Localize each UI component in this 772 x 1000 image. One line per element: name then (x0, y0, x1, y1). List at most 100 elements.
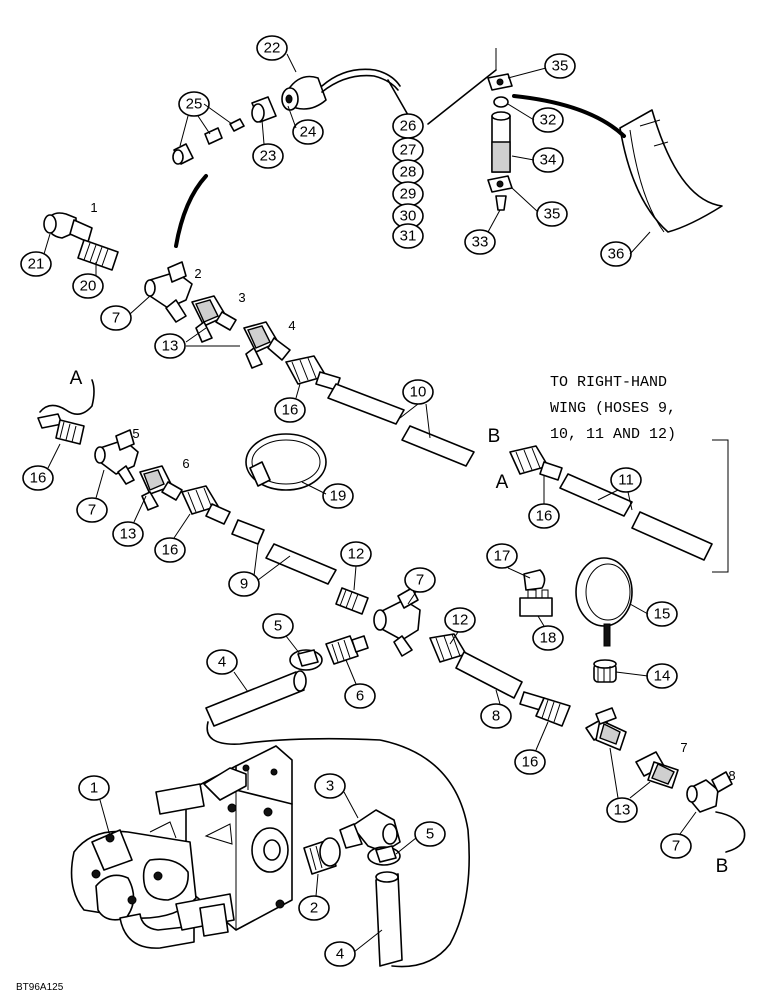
svg-text:7: 7 (416, 572, 424, 589)
svg-text:17: 17 (494, 548, 511, 565)
break-label-a-right: A (496, 472, 509, 493)
svg-text:20: 20 (80, 278, 97, 295)
callout-28: 28 (392, 159, 424, 185)
callout-14: 14 (646, 663, 678, 689)
hose-10 (327, 383, 475, 467)
fitting-label-2: 2 (194, 266, 201, 281)
spacer-32 (493, 96, 509, 108)
svg-text:22: 22 (264, 40, 281, 57)
callout-7-d: 7 (660, 833, 692, 859)
svg-text:33: 33 (472, 234, 489, 251)
callout-18: 18 (532, 625, 564, 651)
hose-clamp-19 (245, 433, 327, 491)
fitting-label-5: 5 (132, 426, 139, 441)
figure-code: BT96A125 (16, 982, 64, 993)
break-a-left (39, 379, 95, 415)
svg-text:1: 1 (90, 780, 98, 797)
svg-text:11: 11 (618, 472, 634, 489)
callout-6: 6 (344, 683, 376, 709)
callout-27: 27 (392, 137, 424, 163)
cap-23 (251, 96, 277, 123)
svg-text:18: 18 (540, 630, 557, 647)
coupler-12-a (335, 587, 369, 615)
right-hand-wing-note: TO RIGHT-HAND WING (HOSES 9, 10, 11 AND … (550, 374, 729, 573)
callout-35-top: 35 (544, 53, 576, 79)
fitting-label-6: 6 (182, 456, 189, 471)
hose-barb-16-e (519, 691, 571, 727)
hose-barb-16-b (509, 445, 563, 481)
hose-barb-16-c (37, 413, 85, 445)
svg-text:4: 4 (336, 946, 344, 963)
note-line-2: WING (HOSES 9, (550, 400, 676, 417)
svg-text:24: 24 (300, 124, 317, 141)
callout-13-c: 13 (606, 797, 638, 823)
svg-text:8: 8 (492, 708, 500, 725)
break-label-a-left: A (70, 368, 83, 389)
callout-1: 1 (78, 775, 110, 801)
clip-17 (523, 569, 546, 591)
callout-34: 34 (532, 147, 564, 173)
svg-text:16: 16 (30, 470, 47, 487)
fitting-number-labels: 1 2 3 4 5 6 7 8 (90, 200, 735, 783)
svg-text:19: 19 (330, 488, 347, 505)
svg-text:16: 16 (282, 402, 299, 419)
break-label-b-upper: B (488, 426, 501, 447)
break-labels: A A B B (70, 368, 729, 877)
fitting-label-4: 4 (288, 318, 295, 333)
svg-text:16: 16 (536, 508, 553, 525)
leader-lines (43, 53, 697, 953)
callout-13-a: 13 (154, 333, 186, 359)
callout-16-a: 16 (274, 397, 306, 423)
callout-25: 25 (178, 91, 210, 117)
elbow-3 (339, 809, 401, 853)
svg-text:27: 27 (400, 142, 417, 159)
clamp-35-bottom (487, 175, 513, 193)
callout-33: 33 (464, 229, 496, 255)
clamp-5-upper (289, 649, 323, 671)
fitting-label-8: 8 (728, 768, 735, 783)
callout-19: 19 (322, 483, 354, 509)
callout-15: 15 (646, 601, 678, 627)
svg-text:5: 5 (274, 618, 282, 635)
adapter-2-pump (303, 837, 341, 875)
callout-2: 2 (298, 895, 330, 921)
note-line-3: 10, 11 AND 12) (550, 426, 676, 443)
fitting-3 (191, 295, 237, 343)
callout-20: 20 (72, 273, 104, 299)
nozzle-body-22 (281, 68, 401, 111)
callout-29: 29 (392, 181, 424, 207)
callout-5-a: 5 (262, 613, 294, 639)
clamp-5-lower (367, 845, 401, 866)
break-label-b-lower: B (716, 856, 729, 877)
callout-4-a: 4 (206, 649, 238, 675)
callout-21: 21 (20, 251, 52, 277)
svg-text:7: 7 (88, 502, 96, 519)
coupler-20 (77, 239, 119, 271)
svg-text:10: 10 (410, 384, 427, 401)
svg-text:25: 25 (186, 96, 203, 113)
svg-text:13: 13 (162, 338, 179, 355)
svg-text:31: 31 (400, 228, 417, 245)
clamp-35-top (487, 73, 513, 91)
fitting-label-3: 3 (238, 290, 245, 305)
nozzle-tip-33 (495, 195, 507, 211)
hose-4-path (206, 721, 470, 968)
callout-22: 22 (256, 35, 288, 61)
callout-10: 10 (402, 379, 434, 405)
callout-13-b: 13 (112, 521, 144, 547)
adapter-14 (593, 659, 617, 683)
callout-7-b: 7 (76, 497, 108, 523)
hose-barb-16-a (285, 355, 341, 391)
pressure-gauge-15 (575, 557, 633, 647)
callout-17: 17 (486, 543, 518, 569)
hose-4-upper (205, 670, 307, 727)
hose-barb-16-d (181, 485, 231, 525)
bracket-18 (519, 589, 553, 617)
callout-9: 9 (228, 571, 260, 597)
pump-assembly-1 (70, 745, 293, 949)
callout-4-b: 4 (324, 941, 356, 967)
svg-text:15: 15 (654, 606, 671, 623)
svg-text:16: 16 (162, 542, 179, 559)
callout-12-b: 12 (444, 607, 476, 633)
